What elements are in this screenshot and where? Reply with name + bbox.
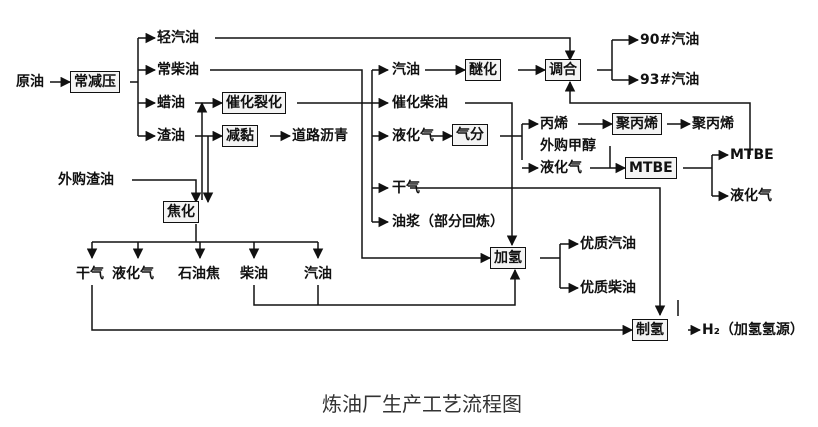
unit-etherification: 醚化 — [465, 59, 501, 81]
arrow-light-gasoline-to-blend — [215, 37, 576, 62]
node-petroleum-coke: 石油焦 — [178, 266, 220, 282]
node-dry-gas: 干气 — [392, 180, 420, 196]
node-lpg: 液化气 — [392, 128, 434, 144]
node-gasoline-93: 93#汽油 — [640, 72, 700, 88]
node-purchased-residue: 外购渣油 — [58, 172, 114, 188]
unit-hydrogen-making: 制氢 — [632, 319, 668, 341]
node-propylene: 丙烯 — [540, 116, 568, 132]
unit-cat-cracking: 催化裂化 — [222, 92, 286, 114]
node-gasoline: 汽油 — [392, 62, 420, 78]
unit-hydrogenation: 加氢 — [490, 247, 526, 269]
node-atmos-diesel: 常柴油 — [157, 62, 199, 78]
node-quality-diesel: 优质柴油 — [580, 280, 636, 296]
arrow-diesel-to-hydro — [210, 69, 492, 264]
diagram-caption: 炼油厂生产工艺流程图 — [322, 392, 522, 416]
node-coke-diesel: 柴油 — [240, 266, 268, 282]
node-gasoline-90: 90#汽油 — [640, 32, 700, 48]
node-light-gasoline: 轻汽油 — [157, 30, 199, 46]
node-lpg-out: 液化气 — [730, 188, 772, 204]
node-h2-source: H₂（加氢氢源） — [702, 322, 804, 338]
unit-mtbe: MTBE — [625, 157, 677, 179]
unit-coking: 焦化 — [163, 201, 199, 223]
node-coke-gasoline: 汽油 — [304, 266, 332, 282]
node-residue: 渣油 — [157, 128, 185, 144]
unit-blending: 调合 — [545, 59, 581, 81]
unit-visbreaking: 减黏 — [222, 125, 258, 147]
node-road-asphalt: 道路沥青 — [292, 128, 348, 144]
node-coke-lpg: 液化气 — [112, 266, 154, 282]
node-lpg-2: 液化气 — [540, 160, 582, 176]
node-wax-oil: 蜡油 — [157, 95, 185, 111]
node-coke-dry-gas: 干气 — [76, 266, 104, 282]
node-cat-diesel: 催化柴油 — [392, 95, 448, 111]
node-polypropylene: 聚丙烯 — [692, 116, 734, 132]
node-purchased-methanol: 外购甲醇 — [540, 138, 596, 154]
node-quality-gasoline: 优质汽油 — [580, 236, 636, 252]
node-crude-oil: 原油 — [16, 74, 44, 90]
unit-atmos-vacuum: 常减压 — [70, 71, 120, 93]
unit-polypropylene: 聚丙烯 — [612, 113, 662, 135]
node-slurry: 油浆（部分回炼） — [392, 214, 504, 230]
unit-gas-fractionation: 气分 — [452, 124, 488, 146]
node-mtbe: MTBE — [730, 147, 774, 163]
